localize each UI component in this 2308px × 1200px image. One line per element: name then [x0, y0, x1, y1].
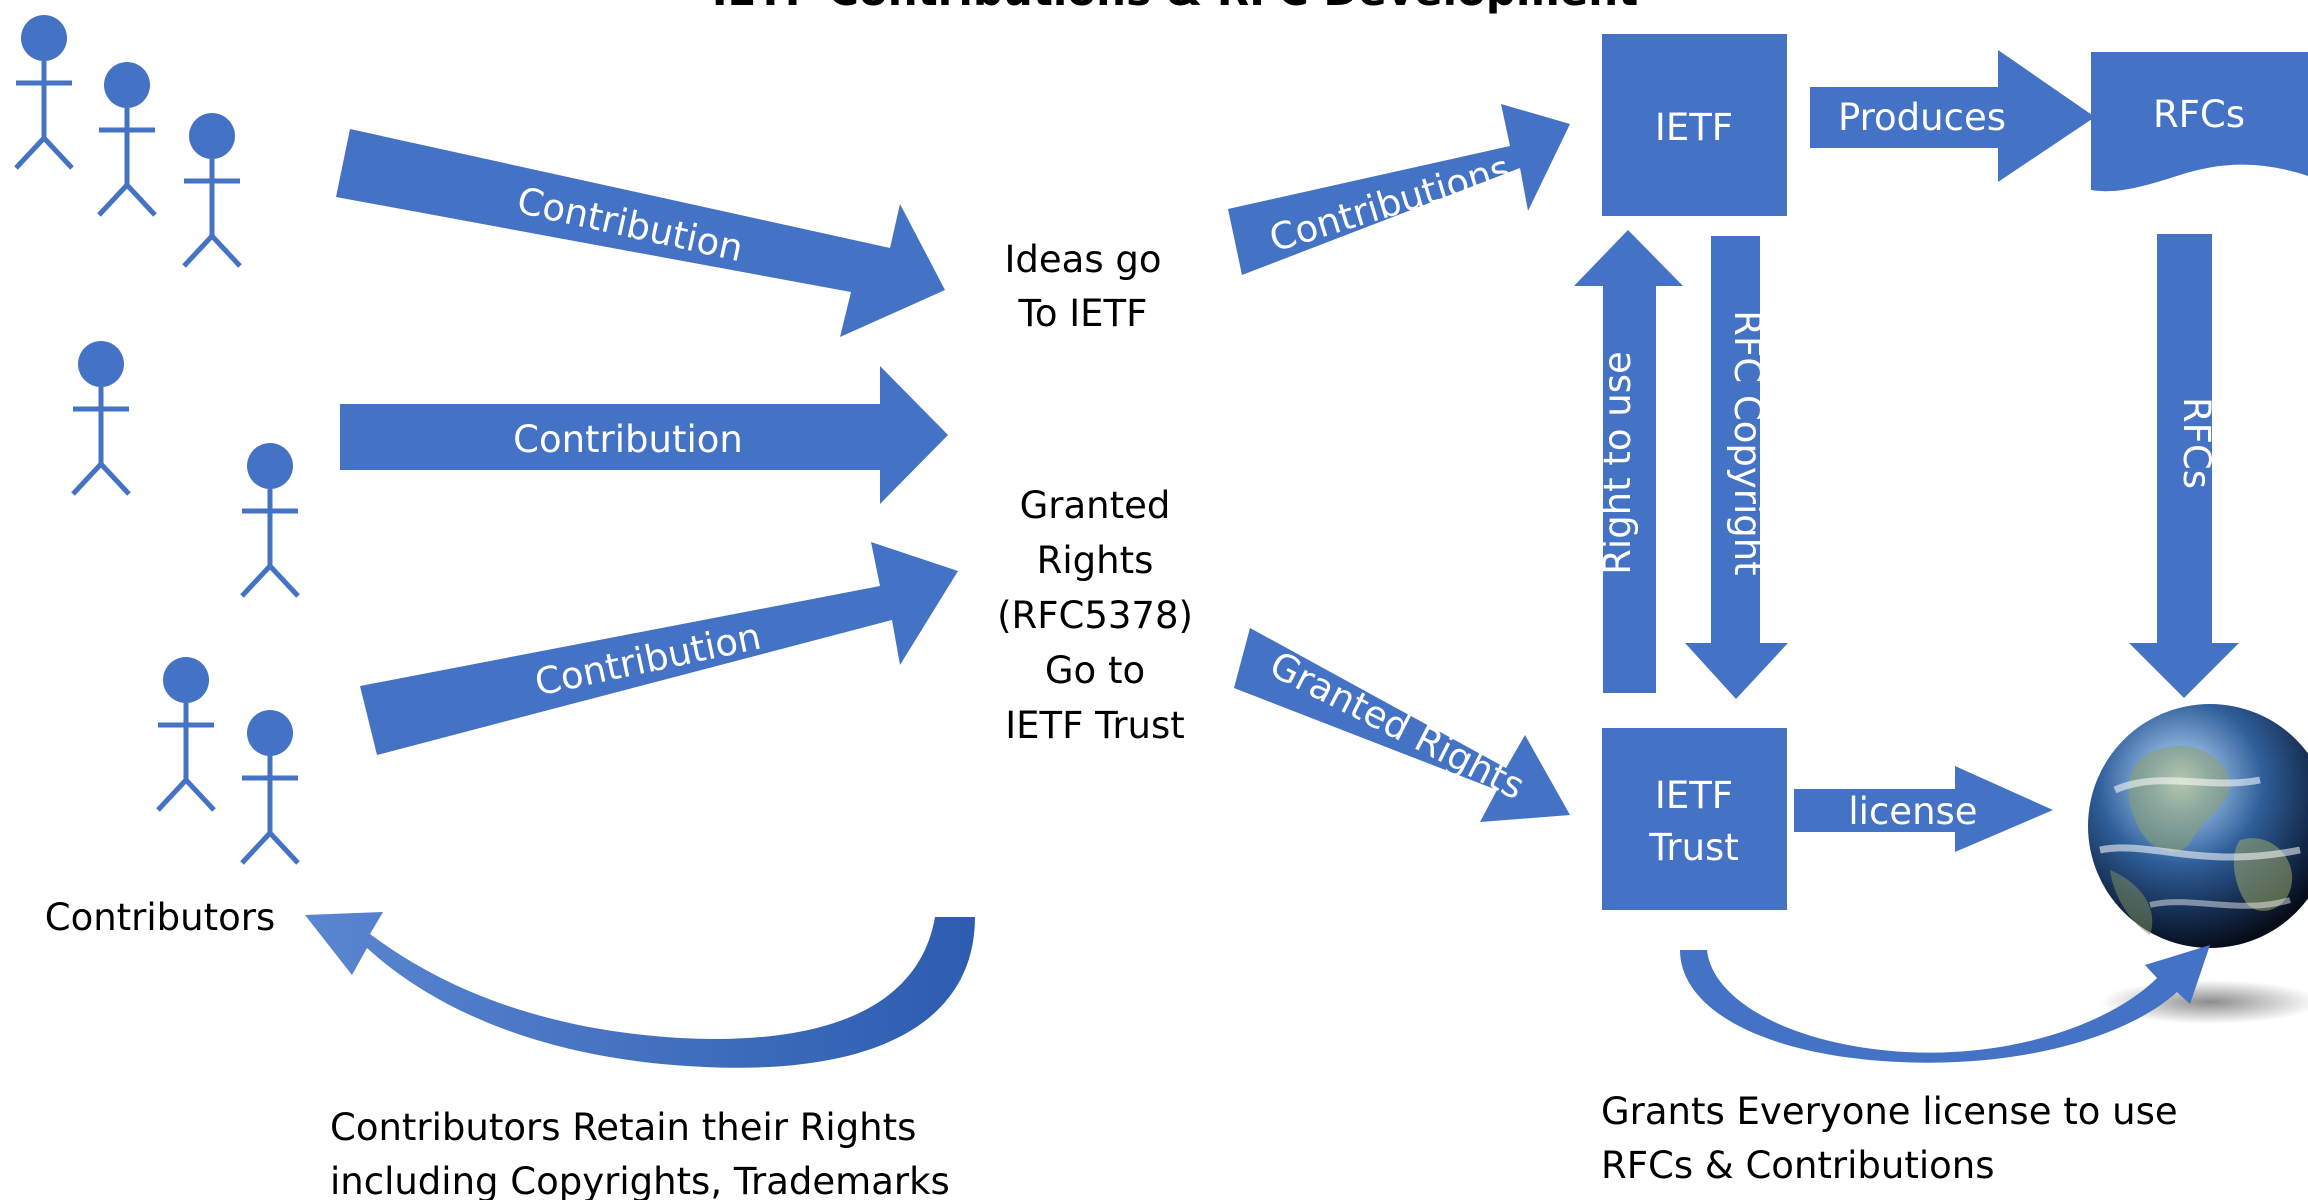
ietf-trust-box — [1602, 728, 1787, 910]
contributions-arrow — [1228, 104, 1570, 275]
diagram-title: IETF Contributions & RFC Development — [712, 0, 1638, 15]
license-arrow — [1794, 766, 2053, 852]
ideas-go-line1: Ideas go — [1005, 238, 1162, 281]
granted-rights-arrow — [1234, 628, 1570, 822]
rfc-copyright-arrow-label: RFC Copyright — [1726, 310, 1769, 575]
grants-everyone-line2: RFCs & Contributions — [1601, 1144, 1995, 1187]
granted-line2: Rights — [1037, 539, 1154, 582]
license-everyone-curved-arrow — [1680, 945, 2210, 1063]
stick-figure-icon — [14, 15, 74, 170]
contributors-figures — [14, 15, 300, 865]
granted-line4: Go to — [1045, 649, 1145, 692]
ietf-trust-box-label-1: IETF — [1655, 774, 1733, 817]
produces-arrow-label: Produces — [1838, 96, 2006, 139]
contribution-arrow-bottom-label: Contribution — [531, 615, 765, 705]
ideas-go-text: Ideas go To IETF — [1005, 238, 1162, 335]
globe-icon — [2088, 704, 2308, 1024]
retain-rights-line2: including Copyrights, Trademarks — [330, 1160, 950, 1200]
contribution-arrow-mid-label: Contribution — [513, 418, 743, 461]
rfcs-down-arrow-label: RFCs — [2175, 397, 2218, 489]
rfcs-document-shape — [2091, 52, 2308, 192]
rfcs-down-arrow — [2129, 234, 2239, 698]
stick-figure-icon — [240, 443, 300, 598]
produces-arrow — [1810, 50, 2095, 182]
right-to-use-arrow-label: Right to use — [1596, 351, 1639, 575]
ideas-go-line2: To IETF — [1018, 292, 1148, 335]
granted-line1: Granted — [1020, 484, 1171, 527]
retain-rights-curved-arrow — [305, 912, 975, 1068]
right-to-use-arrow — [1574, 230, 1683, 693]
grants-everyone-line1: Grants Everyone license to use — [1601, 1090, 2178, 1133]
contribution-arrow-mid — [340, 366, 948, 504]
contribution-arrow-bottom — [360, 542, 958, 755]
ietf-box — [1602, 34, 1787, 216]
granted-line5: IETF Trust — [1005, 704, 1185, 747]
stick-figure-icon — [97, 62, 157, 217]
ietf-trust-box-label-2: Trust — [1648, 826, 1739, 869]
retain-rights-line1: Contributors Retain their Rights — [330, 1106, 916, 1149]
ietf-box-label: IETF — [1655, 106, 1733, 149]
stick-figure-icon — [71, 341, 131, 496]
granted-rights-arrow-label: Granted Rights — [1263, 643, 1531, 808]
contributors-label: Contributors — [45, 896, 276, 939]
stick-figure-icon — [182, 113, 242, 268]
stick-figure-icon — [156, 657, 216, 812]
license-arrow-label: license — [1848, 790, 1977, 833]
stick-figure-icon — [240, 710, 300, 865]
granted-rights-text: Granted Rights (RFC5378) Go to IETF Trus… — [997, 484, 1193, 747]
granted-line3: (RFC5378) — [997, 594, 1193, 637]
rfcs-document-label: RFCs — [2153, 93, 2245, 136]
rfc-copyright-arrow — [1685, 236, 1788, 699]
contribution-arrow-top — [336, 129, 945, 337]
